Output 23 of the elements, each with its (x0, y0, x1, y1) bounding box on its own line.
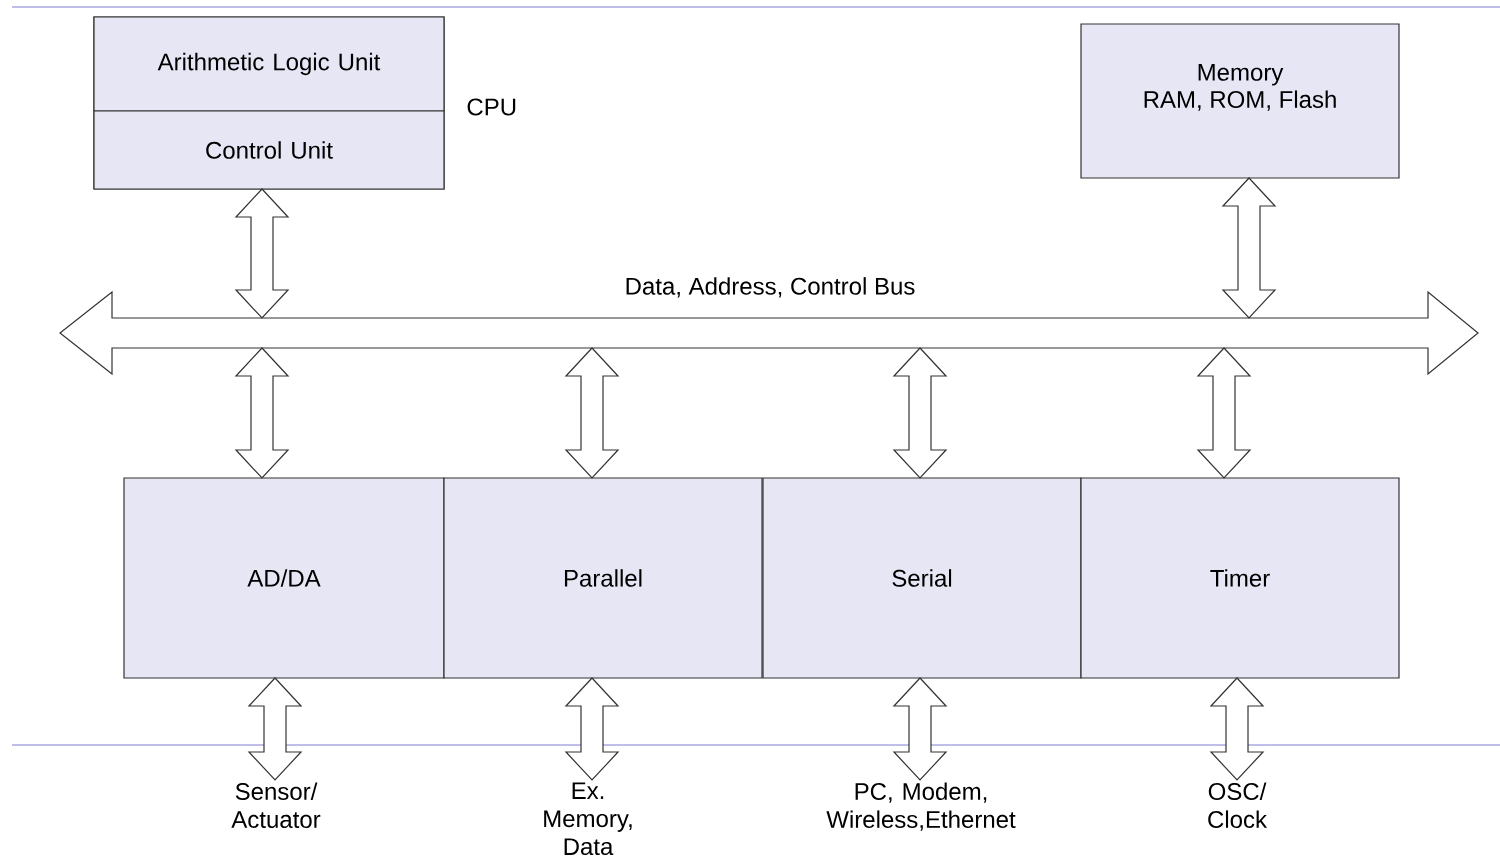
cpu-label: CPU (467, 98, 516, 116)
module-box: Timer (1080, 477, 1400, 679)
module-box: Serial (762, 477, 1082, 679)
double-arrow (234, 188, 290, 319)
double-arrow (564, 347, 620, 479)
double-arrow (1221, 177, 1277, 319)
double-arrow (234, 347, 290, 479)
port-label: OSC/ Clock (1208, 782, 1268, 828)
double-arrow (892, 347, 948, 479)
unit-box: Arithmetic Logic Unit (93, 16, 445, 112)
port-label: Sensor/ Actuator (231, 782, 321, 828)
module-box: AD/DA (123, 477, 445, 679)
double-arrow (564, 677, 620, 781)
port-label: PC, Modem, Wireless,Ethernet (826, 782, 1016, 831)
port-label: Ex. Memory, Data (544, 782, 632, 856)
bus-label: Data, Address, Control Bus (626, 277, 915, 298)
double-arrow (247, 677, 303, 781)
module-box: Parallel (443, 477, 763, 679)
double-arrow (1196, 347, 1252, 479)
memory-box: Memory RAM, ROM, Flash (1080, 23, 1400, 179)
unit-box: Control Unit (93, 110, 445, 190)
double-arrow (892, 677, 948, 781)
double-arrow (1209, 677, 1265, 781)
